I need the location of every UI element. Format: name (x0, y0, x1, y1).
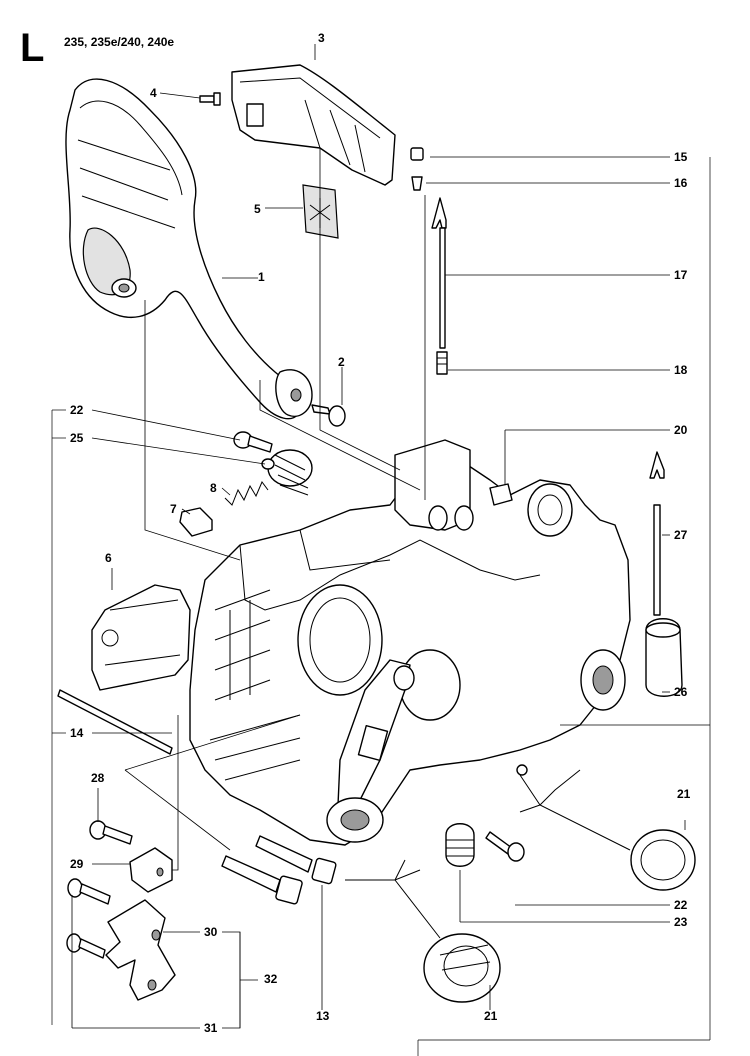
callout-16: 16 (674, 176, 688, 190)
part-26-filter (645, 618, 683, 697)
bracket-30-31-32 (222, 931, 258, 1029)
callout-2: 2 (338, 355, 345, 369)
callout-15: 15 (674, 150, 688, 164)
callout-13: 13 (316, 1009, 330, 1023)
callout-5: 5 (254, 202, 261, 216)
part-21-cap-bottom (345, 859, 501, 1003)
part-3-cover-plate (231, 64, 396, 186)
part-28-screw (89, 820, 133, 845)
callout-3: 3 (318, 31, 325, 45)
part-32-bracket-plate (105, 899, 176, 1001)
callout-22-right: 22 (674, 898, 688, 912)
part-29-block (129, 847, 173, 893)
part-4-screw (199, 92, 221, 106)
callout-20: 20 (674, 423, 688, 437)
part-8-spring (224, 481, 269, 506)
part-20-sleeve (489, 483, 513, 506)
leader-lines (71, 44, 710, 1029)
section-letter: L (20, 26, 45, 70)
crankcase-housing (189, 439, 631, 846)
callout-32: 32 (264, 972, 278, 986)
callout-22-left: 22 (70, 403, 84, 417)
part-30-screw (67, 878, 111, 905)
part-14-pin (57, 689, 173, 755)
callout-6: 6 (105, 551, 112, 565)
part-6-plate (91, 584, 191, 691)
callout-23: 23 (674, 915, 688, 929)
part-25-spring (261, 449, 313, 496)
callout-21-right: 21 (677, 787, 691, 801)
callout-31: 31 (204, 1021, 218, 1035)
callout-25: 25 (70, 431, 84, 445)
right-bracket (417, 157, 711, 1056)
part-22-screw-top (233, 431, 273, 453)
part-27-needle (649, 451, 665, 616)
callout-14: 14 (70, 726, 84, 740)
part-1-brake-handle (65, 78, 313, 420)
callout-28: 28 (91, 771, 105, 785)
model-numbers: 235, 235e/240, 240e (64, 35, 175, 49)
part-13-bolts (221, 835, 337, 905)
callout-17: 17 (674, 268, 688, 282)
left-bracket (51, 409, 66, 1025)
part-21-cap-right (516, 764, 696, 891)
callout-labels: 3 4 5 1 2 15 16 17 18 20 27 26 21 22 23 … (70, 31, 691, 1035)
part-5-pad (302, 184, 339, 239)
part-23-spring (445, 823, 475, 867)
callout-29: 29 (70, 857, 84, 871)
part-18-nipple (436, 351, 448, 375)
callout-30: 30 (204, 925, 218, 939)
callout-26: 26 (674, 685, 688, 699)
callout-8: 8 (210, 481, 217, 495)
callout-27: 27 (674, 528, 688, 542)
callout-1: 1 (258, 270, 265, 284)
callout-4: 4 (150, 86, 157, 100)
callout-18: 18 (674, 363, 688, 377)
callout-21-bottom: 21 (484, 1009, 498, 1023)
callout-7: 7 (170, 502, 177, 516)
part-17-needle (431, 197, 447, 349)
part-7-block (179, 507, 213, 537)
part-31-screw (66, 933, 106, 959)
part-2-screw (311, 404, 346, 427)
part-22-screw-bottom (485, 831, 525, 862)
part-16-clip (411, 176, 423, 191)
part-15-cap (410, 147, 424, 161)
